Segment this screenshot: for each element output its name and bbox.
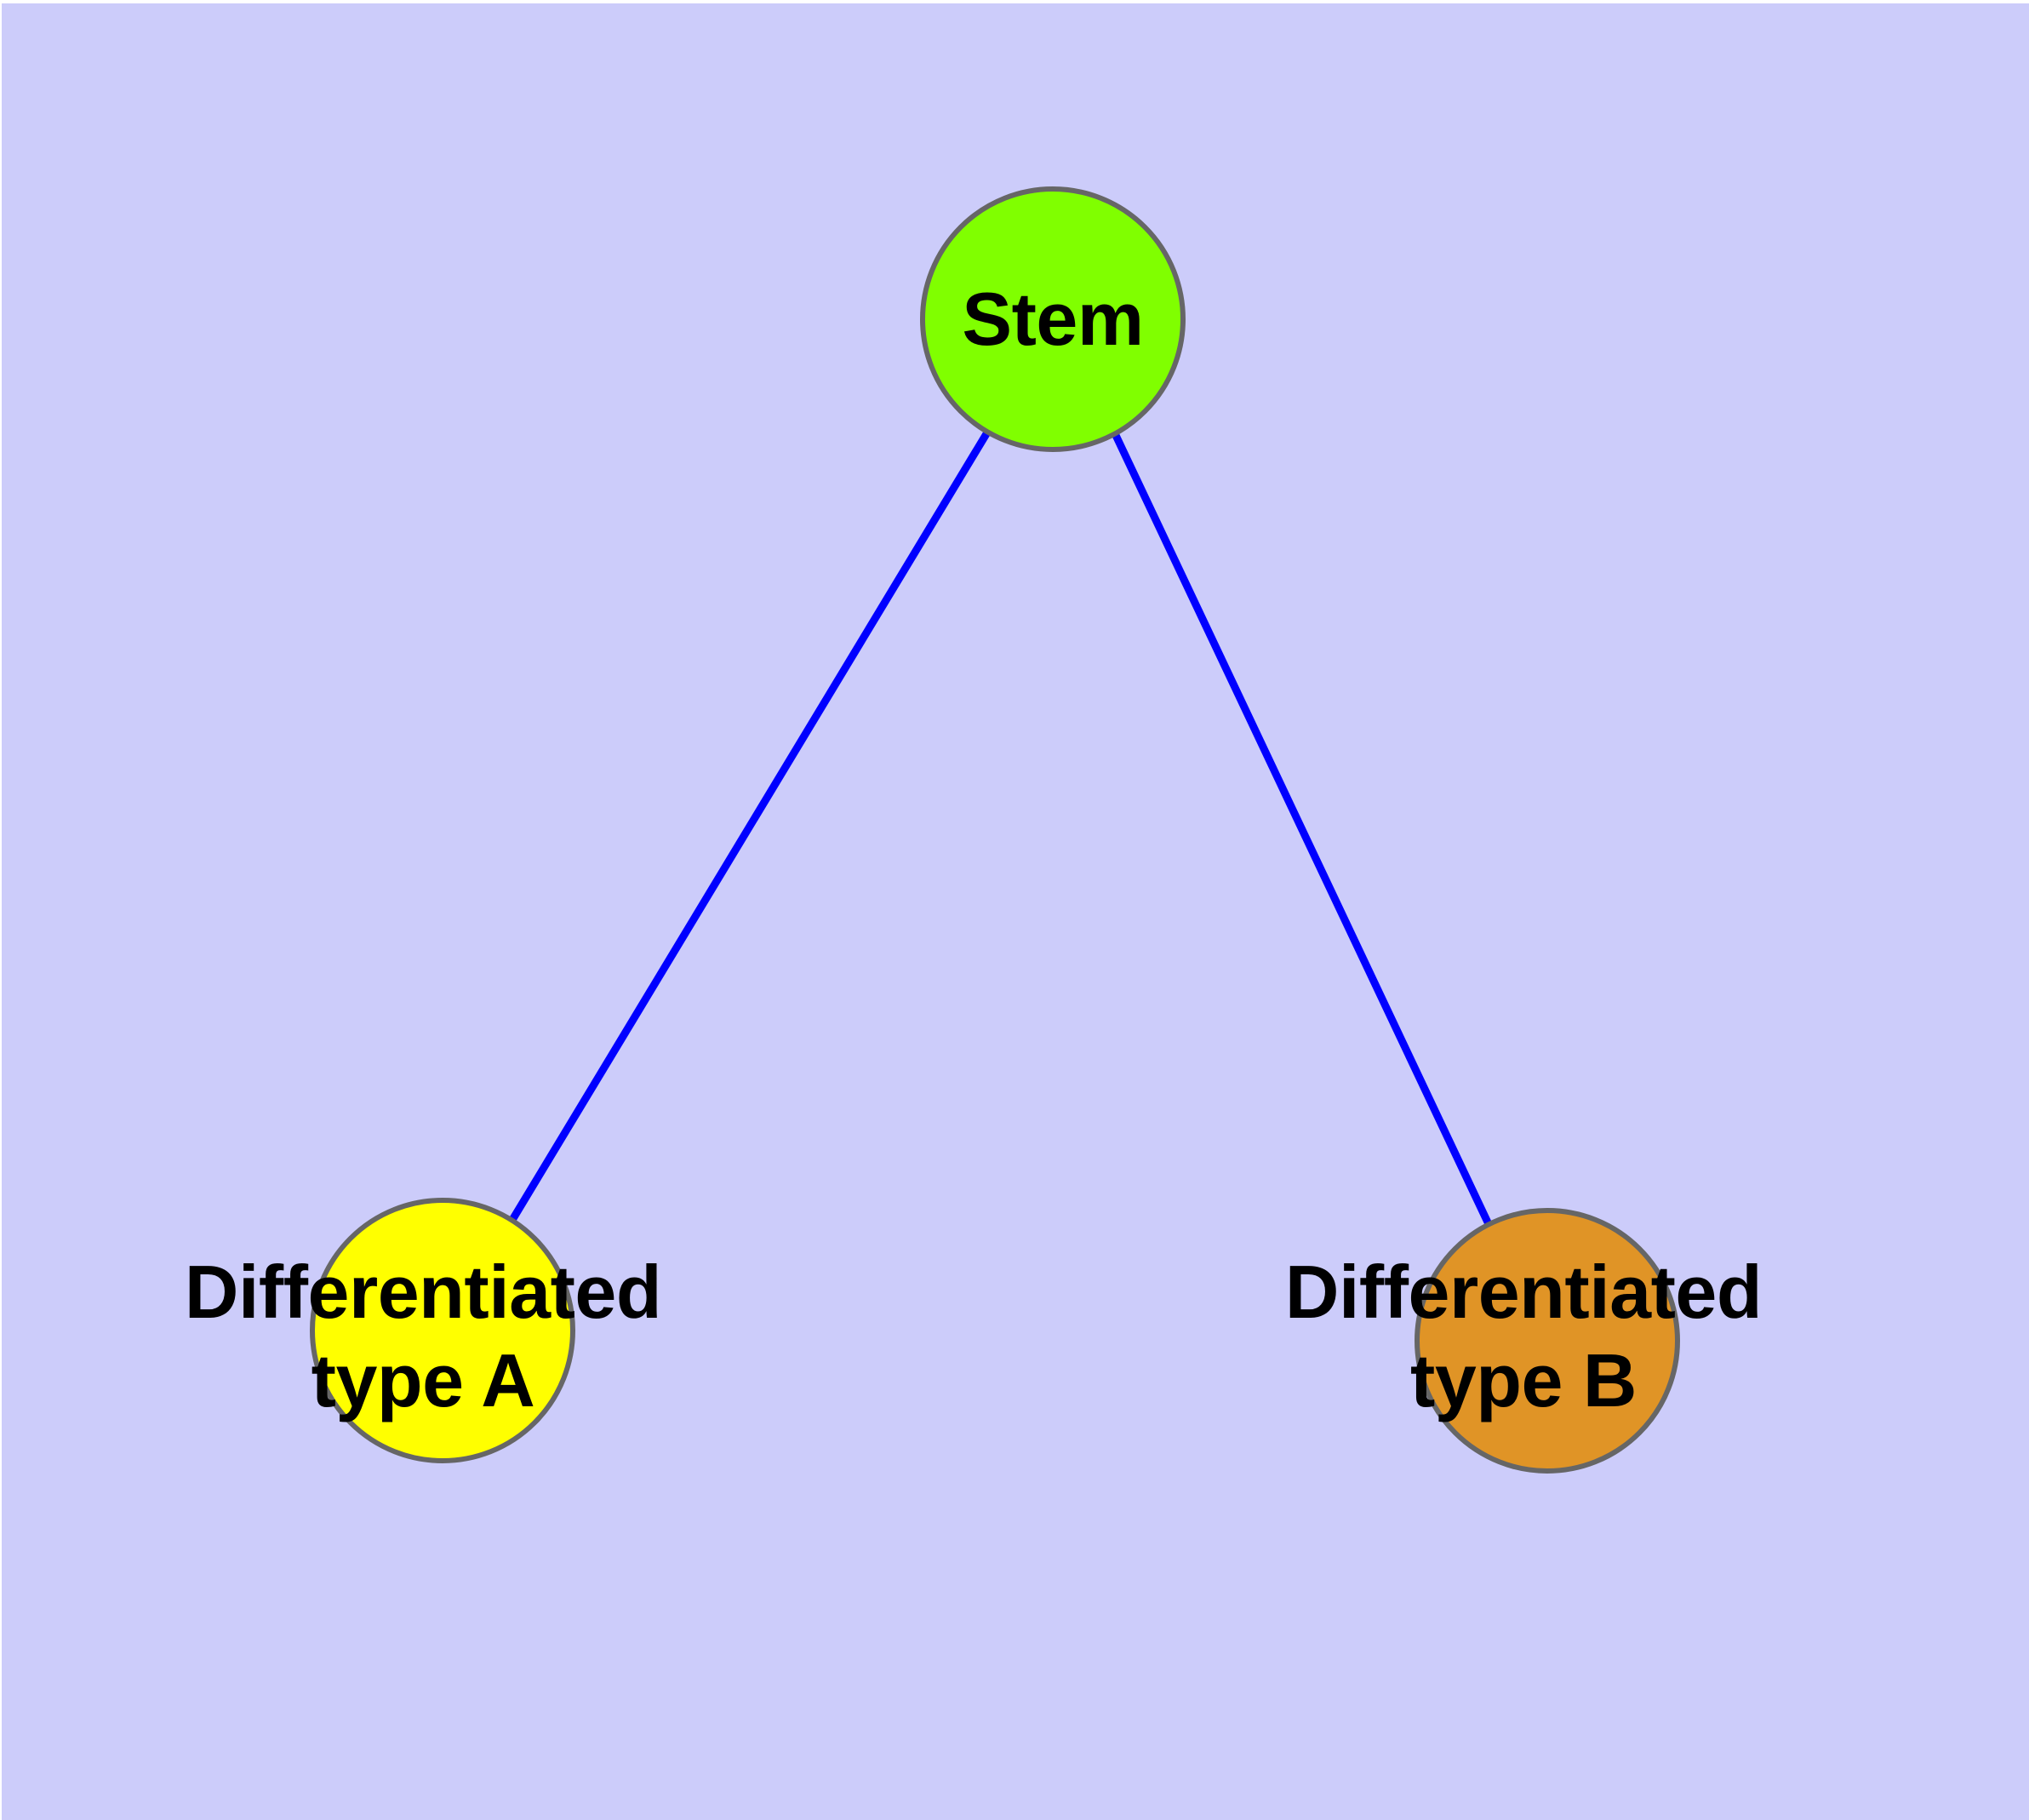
node-circle-stem[interactable] [920,186,1186,452]
node-circle-differentiated-type-b[interactable] [1415,1208,1680,1474]
node-circle-differentiated-type-a[interactable] [310,1198,575,1463]
edge-layer [506,428,1493,1227]
edge-stem-to-differentiated-type-a[interactable] [506,430,991,1227]
node-layer [310,186,1680,1474]
edge-stem-to-differentiated-type-b[interactable] [1109,428,1493,1226]
